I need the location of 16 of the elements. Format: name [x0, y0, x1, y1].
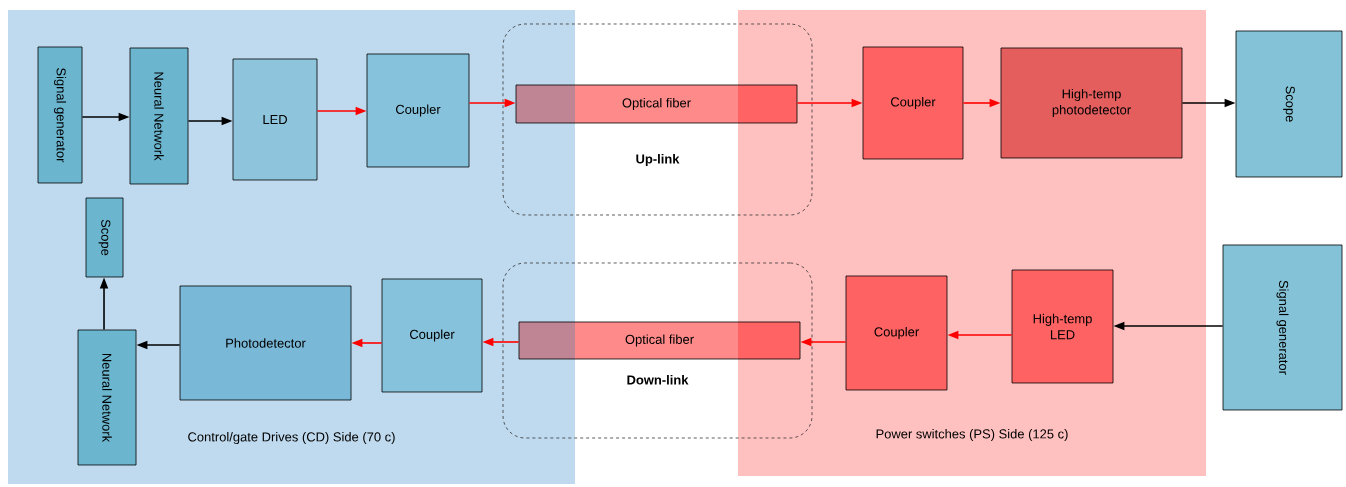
process-box: Coupler	[381, 278, 483, 393]
optical-fiber-bar: Optical fiber	[518, 321, 801, 360]
process-box: Signal generator	[1222, 244, 1343, 411]
process-box: Coupler	[862, 46, 964, 160]
process-box: High-temp photodetector	[1000, 47, 1183, 159]
process-box: Scope	[1235, 30, 1343, 178]
process-box: LED	[232, 58, 318, 181]
process-box: Coupler	[845, 275, 948, 391]
process-box: Signal generator	[37, 46, 83, 184]
optical-fiber-bar: Optical fiber	[515, 84, 798, 124]
process-box: High-temp LED	[1011, 269, 1114, 384]
process-box: Coupler	[366, 53, 470, 168]
process-box: Neural Network	[77, 329, 137, 466]
process-box: Photodetector	[179, 285, 352, 401]
process-box: Scope	[85, 197, 124, 278]
process-box: Neural Network	[129, 47, 189, 185]
